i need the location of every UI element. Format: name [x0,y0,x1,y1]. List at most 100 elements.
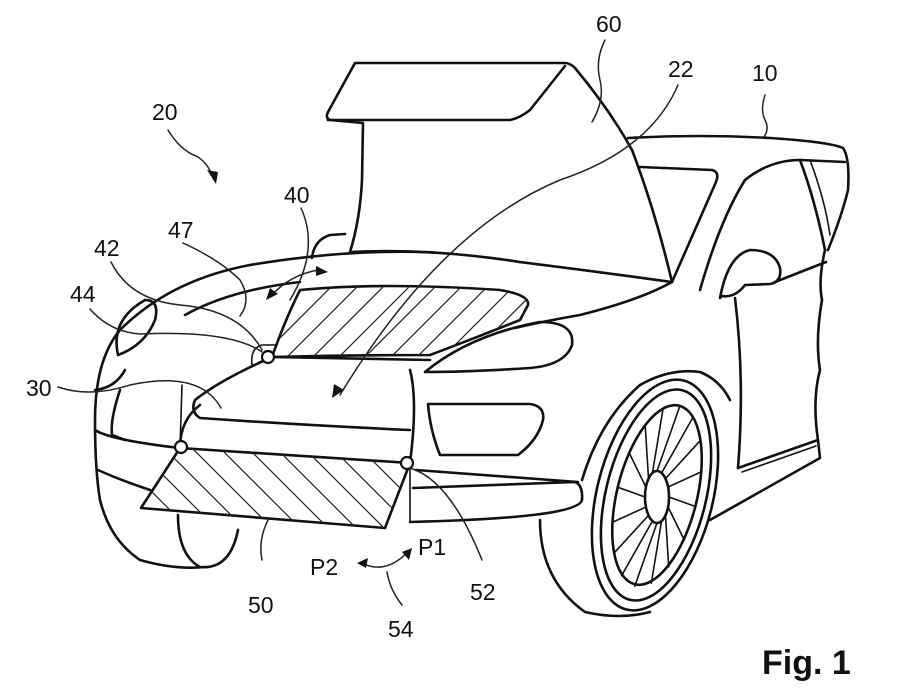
label-44: 44 [70,281,96,307]
hatch-line [413,286,495,357]
wheel-spoke [617,486,646,498]
fender-wheel-arch-front [580,370,732,482]
arrow-down-left-icon [266,288,278,300]
wheel-spoke [611,506,647,524]
leader-40 [289,207,310,301]
hatch-line [211,448,303,528]
hatch-line [309,286,391,357]
roof-line [626,134,850,252]
hinge-44 [260,349,276,365]
leader-50 [260,519,269,561]
wheel-spoke [613,514,650,555]
arrow-20-icon [207,170,218,184]
hatch-line [267,448,359,528]
reference-labels: 20 60 22 10 40 47 42 44 30 50 52 54 P2 P… [26,11,851,682]
wheel-spoke [644,426,650,480]
flap-hinge-52 [399,455,415,471]
wheel-spoke [628,453,647,488]
wheel-spoke [664,514,670,568]
leader-10 [761,94,768,139]
rim [610,403,704,587]
label-30: 30 [26,375,52,401]
wheel-spoke [633,522,658,588]
wheel-spoke [667,506,686,541]
label-42: 42 [94,235,120,261]
hatch-line [272,286,339,357]
door-rear-edge [814,248,827,442]
leader-30 [57,380,222,409]
bumper-top-surface [192,355,412,432]
label-p2: P2 [310,554,338,580]
hinge-42-bracket [250,344,276,366]
fascia-left-outline [93,328,207,569]
hood [310,61,674,284]
leader-60 [591,39,606,123]
leader-20 [167,129,215,181]
hatch-line [272,286,313,357]
headlight-right [423,320,574,374]
wheel-spoke [620,520,654,577]
door-window [698,158,847,292]
windshield-frame [638,165,719,284]
leader-54 [386,571,403,606]
hatch-line [239,448,331,528]
hatch-line [183,448,275,528]
arrow-p2-icon [357,558,368,568]
lower-bumper-right [408,480,584,524]
fender-crease [118,263,252,332]
wheel-spoke [651,410,664,474]
label-52: 52 [470,579,496,605]
door-pillar [798,158,827,252]
fascia-left-upper [93,368,127,392]
tire-inner [599,388,713,602]
tire-outer [590,378,720,612]
flap-hinge-left [173,439,189,455]
fog-left [110,388,127,442]
arrow-22-icon [332,384,344,398]
side-skirt-inner [741,445,817,473]
flap-hinge-axis-left [179,384,183,449]
label-60: 60 [596,11,622,37]
label-50: 50 [248,592,274,618]
leader-44 [89,308,263,353]
hood-front-edge [326,64,567,122]
hatch-line [335,286,417,357]
wheel-spoke [650,520,663,584]
fascia-left-low [96,468,152,492]
arrow-p1-icon [402,548,412,560]
front-right-wheel [590,378,720,612]
label-47: 47 [168,217,194,243]
front-right-tire-outer [538,518,652,618]
leader-47 [182,242,247,317]
front-flap [139,384,412,530]
motion-arc-54 [361,551,409,568]
label-40: 40 [284,182,310,208]
leader-42 [110,261,263,351]
label-20: 20 [152,99,178,125]
wheel-spoke [668,496,697,508]
figure-caption: Fig. 1 [762,644,851,682]
side-mirror [718,248,782,300]
hood-latch-tab [310,232,347,260]
hatch-line [361,286,443,357]
door-sill-line [773,260,828,284]
hood-panel [325,61,674,284]
fascia-left-mid [93,428,182,450]
wheel-spoke [660,417,694,474]
label-54: 54 [388,616,414,642]
opening-direction-line [271,269,319,296]
label-p1: P1 [418,534,446,560]
bumper-side-line [414,468,580,484]
leader-52 [409,467,483,561]
leader-lines [57,39,768,606]
door-front-edge [733,296,743,470]
wheel-spoke [667,470,703,488]
flap-outline [139,446,412,530]
hood-seam-left [183,280,302,317]
bumper-right-edge [408,368,416,465]
wheel-spoke [664,439,701,480]
door-pillar-inner [809,159,831,236]
label-10: 10 [752,60,778,86]
air-intake-right [426,402,545,457]
label-22: 22 [668,56,694,82]
